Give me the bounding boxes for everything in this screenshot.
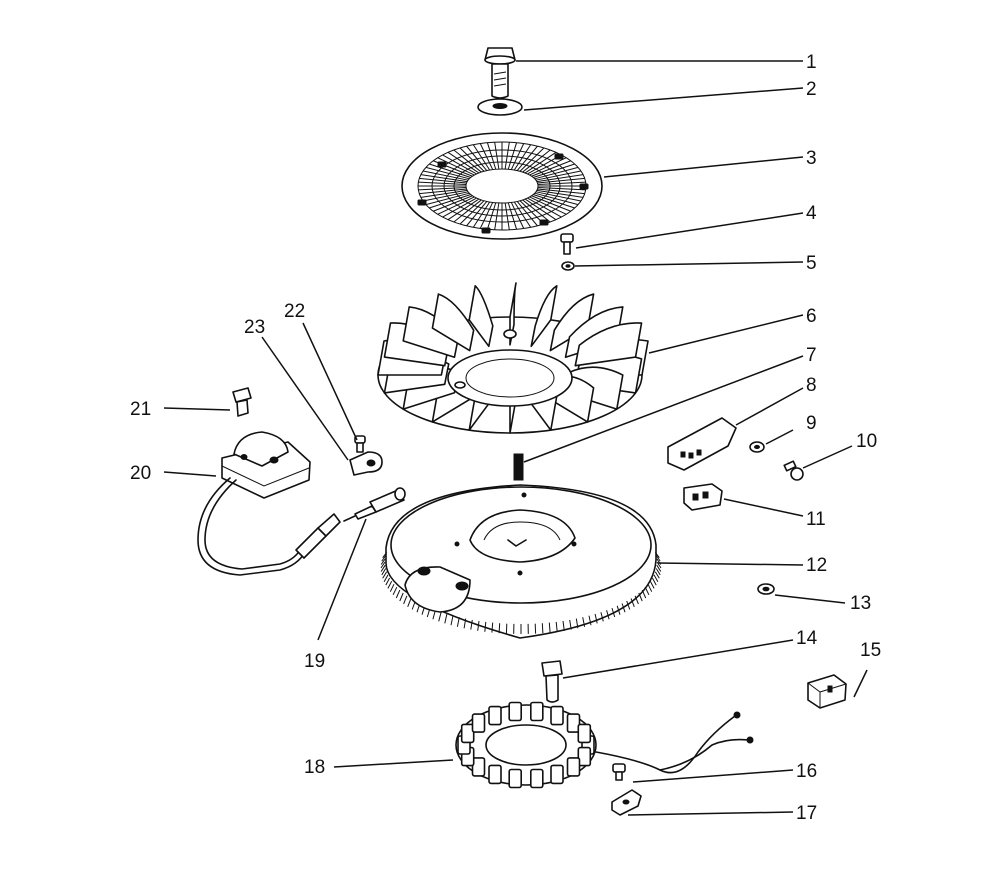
callout-18: 18 <box>304 757 325 778</box>
callout-16: 16 <box>796 761 817 782</box>
part-flywheel <box>380 484 662 639</box>
callout-22: 22 <box>284 301 305 322</box>
part-clamp <box>349 451 383 476</box>
part-washer-top <box>477 98 523 116</box>
callout-2: 2 <box>806 79 817 100</box>
part-connector-block <box>683 483 723 511</box>
callout-8: 8 <box>806 375 817 396</box>
callout-13: 13 <box>850 593 871 614</box>
part-ignition-module <box>197 431 341 576</box>
callout-23: 23 <box>244 317 265 338</box>
callout-12: 12 <box>806 555 827 576</box>
part-plug <box>807 674 847 709</box>
part-screw-clamp <box>354 435 366 453</box>
callout-7: 7 <box>806 345 817 366</box>
part-rectifier <box>667 417 737 471</box>
callout-21: 21 <box>130 399 151 420</box>
callout-11: 11 <box>806 509 826 530</box>
callout-1: 1 <box>806 52 817 73</box>
part-sensor <box>343 487 406 522</box>
callout-labels: 1 2 3 4 5 6 7 8 9 10 11 12 13 14 15 16 1… <box>130 52 881 824</box>
callout-5: 5 <box>806 253 817 274</box>
part-small-screw <box>560 233 574 255</box>
part-bolt-center <box>541 660 563 703</box>
callout-3: 3 <box>806 148 817 169</box>
callout-17: 17 <box>796 803 817 824</box>
part-clip <box>611 789 642 816</box>
part-washer-right <box>757 583 775 595</box>
part-nut <box>749 441 765 453</box>
callout-10: 10 <box>856 431 877 452</box>
part-bolt-right <box>783 460 804 481</box>
part-small-washer <box>561 261 575 271</box>
part-bolt-top <box>484 47 516 99</box>
part-screen-disc <box>401 132 603 240</box>
part-screw-left <box>232 387 252 417</box>
part-key <box>513 453 524 481</box>
callout-15: 15 <box>860 640 881 661</box>
callout-9: 9 <box>806 413 817 434</box>
callout-19: 19 <box>304 651 325 672</box>
callout-6: 6 <box>806 306 817 327</box>
part-screw-bottom <box>612 763 626 781</box>
callout-14: 14 <box>796 628 818 649</box>
part-stator <box>455 701 754 789</box>
callout-4: 4 <box>806 203 817 224</box>
callout-20: 20 <box>130 463 151 484</box>
leader-lines <box>163 60 868 816</box>
part-fan <box>377 282 649 434</box>
